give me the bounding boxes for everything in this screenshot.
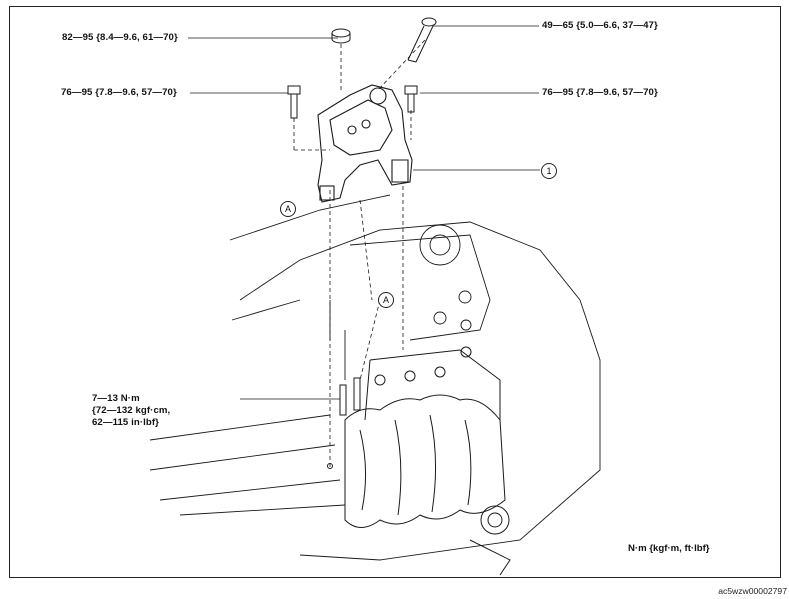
diagram-frame [9, 6, 781, 578]
manifold-studs [339, 377, 361, 416]
torque-spec-long-bolt: 49—65 {5.0—6.6, 37—47} [542, 20, 658, 31]
reference-callout-a-lower: A [378, 292, 394, 308]
bolt-left [287, 85, 301, 119]
engine-mount-bracket [317, 84, 413, 203]
intake-manifold [344, 346, 506, 528]
dowel-hole [327, 463, 333, 469]
engine-block [149, 194, 601, 561]
bolt-top-nut [331, 28, 351, 44]
torque-spec-left-bolt: 76—95 {7.8—9.6, 57—70} [61, 87, 177, 98]
torque-spec-right-bolt: 76—95 {7.8—9.6, 57—70} [542, 87, 658, 98]
reference-callout-a-upper: A [280, 201, 296, 217]
bolt-long-diagonal [407, 17, 437, 63]
leader-lines [188, 25, 540, 400]
torque-spec-stud-line2: {72—132 kgf·cm, [92, 405, 171, 416]
torque-spec-stud-line3: 62—115 in·lbf} [92, 417, 159, 428]
torque-spec-stud-line1: 7—13 N·m [92, 393, 140, 404]
bolt-right [404, 85, 418, 113]
units-note: N·m {kgf·m, ft·lbf} [628, 543, 710, 554]
figure-code: ac5wzw00002797 [718, 586, 787, 596]
throttle-body [469, 505, 511, 576]
torque-spec-top-nut: 82—95 {8.4—9.6, 61—70} [62, 32, 178, 43]
part-callout-1: 1 [541, 163, 557, 179]
